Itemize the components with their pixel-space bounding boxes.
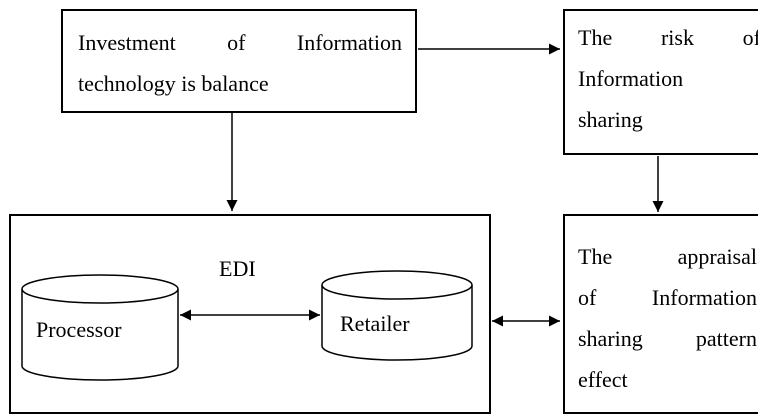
retailer-database-icon — [321, 270, 473, 361]
processor-database-icon — [21, 274, 179, 381]
flow-diagram: Investment of Information technology is … — [9, 9, 758, 414]
appraisal-line-1: The appraisal — [578, 244, 757, 269]
appraisal-box: The appraisal of Information sharing pat… — [563, 214, 758, 414]
risk-box: The risk of Information sharing — [563, 9, 758, 155]
risk-line-3: sharing — [578, 107, 643, 132]
retailer-label: Retailer — [340, 311, 410, 336]
edi-label: EDI — [219, 256, 256, 281]
investment-line-2: technology is balance — [78, 71, 269, 96]
risk-line-1: The risk of — [578, 25, 758, 50]
investment-line-1: Investment of Information — [78, 30, 402, 55]
diagram-graphics: EDI Processor Retailer — [21, 43, 664, 381]
appraisal-line-2: of Information — [578, 285, 757, 310]
investment-box: Investment of Information technology is … — [61, 9, 417, 113]
appraisal-line-3: sharing pattern — [578, 326, 757, 351]
appraisal-line-4: effect — [578, 367, 628, 392]
risk-line-2: Information — [578, 66, 684, 91]
processor-label: Processor — [36, 317, 122, 342]
